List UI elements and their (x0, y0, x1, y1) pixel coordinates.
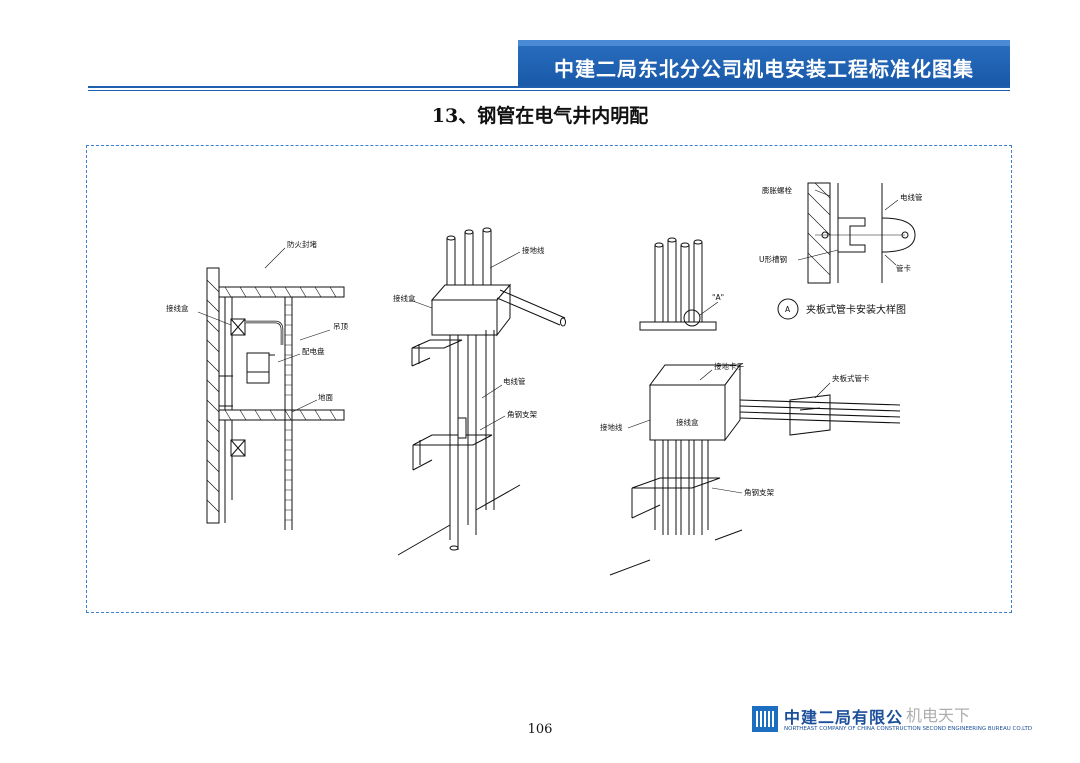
drawing-frame (86, 145, 1012, 613)
label-u-channel: U形槽钢 (759, 254, 787, 264)
label-pipe-clip: 管卡 (896, 263, 911, 273)
label-ground-wire-middle: 接地线 (522, 245, 545, 255)
page-title: 13、钢管在电气井内明配 (431, 105, 649, 127)
page-number: 106 (527, 722, 553, 737)
label-ground-clamp: 接地卡子 (714, 361, 744, 371)
label-floor: 地面 (318, 392, 333, 402)
company-name-cn: 中建二局有限公 (784, 708, 904, 727)
header-rule-thin (88, 90, 1010, 91)
watermark-text: 机电天下 (906, 706, 971, 725)
label-fire-seal: 防火封堵 (287, 239, 317, 249)
label-ceiling: 吊顶 (333, 322, 348, 331)
label-conduit-detail: 电线管 (900, 192, 923, 202)
label-a-marker: "A" (712, 293, 724, 302)
left-section-view (197, 247, 345, 530)
label-ground-wire-right: 接地线 (600, 422, 623, 432)
label-detail-title: 夹板式管卡安装大样图 (806, 303, 906, 316)
label-expansion-bolt: 膨胀螺栓 (762, 185, 792, 195)
label-angle-bracket-right: 角钢支架 (744, 487, 774, 497)
header-banner (518, 40, 1010, 86)
header-rule (88, 86, 1010, 88)
label-clamp-pipe-holder: 夹板式管卡 (832, 373, 870, 383)
detail-view (777, 182, 916, 320)
label-distribution-panel: 配电盘 (302, 346, 325, 356)
label-conduit: 电线管 (503, 376, 526, 386)
label-junction-box-right: 接线盒 (676, 417, 699, 427)
company-logo (752, 706, 778, 732)
label-angle-bracket-middle: 角钢支架 (507, 409, 537, 419)
right-isometric-view (609, 237, 901, 576)
label-detail-marker: A (785, 305, 791, 314)
label-junction-box-left: 接线盒 (166, 303, 189, 313)
label-junction-box-middle: 接线盒 (393, 293, 416, 303)
header-title: 中建二局东北分公司机电安装工程标准化图集 (554, 57, 974, 81)
middle-isometric-view (397, 227, 566, 556)
company-name-en: NORTHEAST COMPANY OF CHINA CONSTRUCTION … (784, 726, 1033, 732)
